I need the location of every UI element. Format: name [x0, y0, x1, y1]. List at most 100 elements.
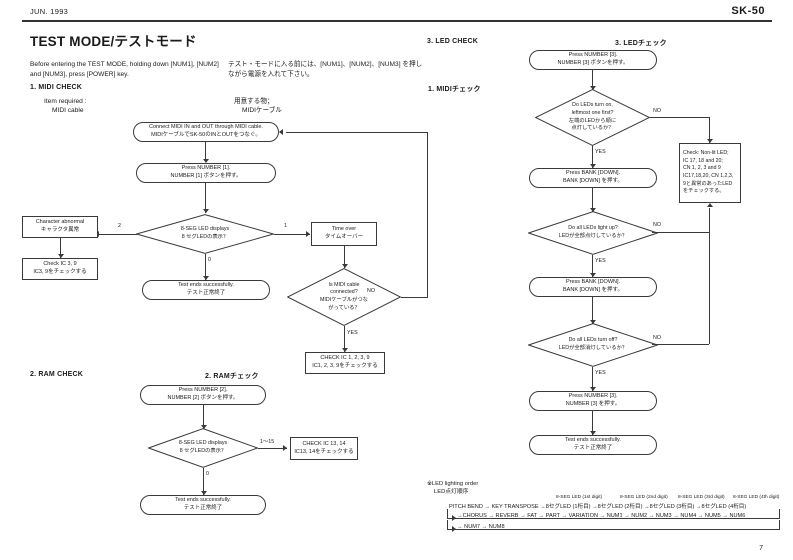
led-decision-turn-on-order-en2: leftmost one first?: [571, 109, 614, 116]
led-order-wrap-bracket-2: [447, 520, 780, 530]
midi-item-required-jp-line1: 用意する物；: [234, 98, 274, 105]
led-order-wrap-arrow-2: [452, 526, 456, 532]
led-check-line2: IC 17, 18 and 20;: [683, 157, 723, 164]
led-check-line5: 9と異常のあったLED: [683, 180, 733, 187]
midi-arrow-1: [202, 159, 209, 163]
led-decision-turn-on-order-text: Do LEDs turn on, leftmost one first? 左端の…: [535, 89, 650, 146]
midi-decision-8seg-display-en: 8-SEG LED displays: [180, 226, 230, 233]
midi-edge-d1-down: [205, 254, 206, 280]
led-order-caption-4: 8-SEG LED (4th digit): [733, 495, 780, 500]
midi-node-test-ends-en: Test ends successfully.: [178, 282, 234, 289]
midi-decision-cable-connected-en1: Is MIDI cable: [328, 281, 360, 288]
led-decision-all-turn-off-en: Do all LEDs turn off?: [568, 337, 618, 344]
led-decision-turn-on-order-jp1: 左端のLEDから順に: [568, 117, 617, 124]
led-order-title-jp: LED点灯順序: [434, 489, 469, 495]
midi-item-required-jp-line2: MIDIケーブル: [242, 107, 282, 114]
led-order-caption-2: 8-SEG LED (2nd digit): [620, 495, 668, 500]
midi-decision-8seg-display-text: 8-SEG LED displays 8 セグLEDの表示？: [136, 214, 274, 254]
midi-decision-cable-connected-jp2: がっている？: [328, 304, 360, 311]
led-edge-no1-h: [650, 117, 709, 118]
midi-edge-label-no: NO: [367, 288, 375, 294]
led-decision-turn-on-order: Do LEDs turn on, leftmost one first? 左端の…: [535, 89, 650, 146]
midi-node-press-number1-en: Press NUMBER [1].: [181, 165, 231, 172]
header-date: JUN. 1993: [30, 7, 69, 16]
led-edge-1: [592, 70, 593, 90]
led-node-check-non-lit: Check: Non-lit LED; IC 17, 18 and 20; CN…: [679, 143, 741, 203]
led-edge-label-no-1: NO: [653, 108, 661, 114]
led-decision-turn-on-order-en1: Do LEDs turn on,: [572, 102, 613, 109]
midi-node-test-ends-jp: テスト正常終了: [186, 290, 226, 296]
midi-node-time-over: Time over タイムオーバー: [311, 222, 377, 246]
diamond-shape-icon: [136, 214, 274, 254]
led-arrow-1: [589, 86, 596, 90]
led-node-test-ends-jp: テスト正常終了: [573, 445, 613, 451]
midi-edge-no-h: [401, 297, 427, 298]
led-check-line1: Check: Non-lit LED;: [683, 150, 729, 157]
midi-node-time-over-en: Time over: [331, 226, 357, 233]
midi-arrow-2: [202, 209, 209, 213]
led-decision-all-light-up: Do all LEDs light up? LEDが全部点灯しているか？: [528, 211, 658, 255]
led-edge-no2-v: [709, 208, 710, 232]
section-heading-midi-jp: 1. MIDIチェック: [428, 86, 481, 93]
ram-node-check-ic1314: CHECK IC 13, 14 IC13, 14をチェックする: [290, 437, 358, 460]
led-order-caption-3: 8-SEG LED (3rd digit): [678, 495, 725, 500]
led-edge-yes1-v: [592, 146, 593, 168]
diamond-shape-icon: [528, 323, 658, 367]
led-edge-no3-v: [709, 232, 710, 344]
led-edge-3: [592, 297, 593, 324]
led-order-wrap-arrow-1: [452, 515, 456, 521]
midi-item-required-en-line2: MIDI cable: [52, 107, 84, 114]
diamond-shape-icon: [528, 211, 658, 255]
led-decision-turn-on-order-jp2: 点灯しているか？: [571, 125, 614, 132]
led-edge-no3-h: [652, 344, 709, 345]
led-edge-2: [592, 188, 593, 212]
led-node-press-bank-down-1-en: Press BANK [DOWN].: [565, 170, 621, 177]
led-edge-yes3-v: [592, 367, 593, 391]
header-model: SK-50: [731, 5, 765, 17]
ram-node-check-ic1314-jp: IC13, 14をチェックする: [294, 448, 354, 455]
led-node-press-bank-down-2-en: Press BANK [DOWN].: [565, 279, 621, 286]
midi-node-check-ic39-jp: IC3, 9をチェックする: [33, 269, 87, 275]
led-order-row-3: → NUM7 → NUM8: [457, 524, 505, 530]
midi-arrow-yes: [341, 348, 348, 352]
led-arrow-yes2: [589, 273, 596, 277]
midi-node-character-abnormal-jp: キャラクタ異常: [40, 227, 80, 233]
midi-edge-label-0: 0: [208, 257, 211, 263]
midi-node-check-ic39: Check IC 3, 9 IC3, 9をチェックする: [22, 258, 98, 280]
midi-item-required-en-line1: Item required :: [44, 98, 87, 105]
ram-arrow-1: [200, 425, 207, 429]
led-node-press-bank-down-1: Press BANK [DOWN]. BANK [DOWN] を押す。: [529, 168, 657, 188]
led-node-press-number3-top: Press NUMBER [3]. NUMBER [3] ボタンを押す。: [529, 50, 657, 70]
midi-decision-cable-connected-jp1: MIDIケーブルがつな: [320, 297, 368, 303]
midi-edge-2: [205, 183, 206, 213]
midi-node-check-ic1239-jp: IC1, 2, 3, 9をチェックする: [312, 363, 378, 369]
led-edge-no1-v: [709, 117, 710, 143]
led-edge-label-yes-1: YES: [595, 149, 606, 155]
ram-decision-8seg-display-text: 8-SEG LED displays 8 セグLEDの表示？: [148, 428, 258, 468]
led-arrow-yes3: [589, 387, 596, 391]
midi-node-connect-cable-jp: MIDIケーブルでSK-50のINとOUTをつなぐ。: [151, 132, 261, 138]
ram-decision-8seg-display-en: 8-SEG LED displays: [178, 440, 228, 447]
midi-arrow-4: [341, 264, 348, 268]
midi-edge-d1-left: [99, 234, 137, 235]
led-node-press-number3-bottom: Press NUMBER [3]. NUMBER [3] を押す。: [529, 391, 657, 411]
led-arrow-2: [589, 208, 596, 212]
led-node-press-bank-down-2: Press BANK [DOWN]. BANK [DOWN] を押す。: [529, 277, 657, 297]
led-node-test-ends: Test ends successfully. テスト正常終了: [529, 435, 657, 455]
midi-decision-cable-connected-en2: connected?: [330, 289, 358, 296]
led-decision-all-turn-off-jp: LEDが全部消灯しているか？: [558, 345, 628, 351]
led-check-line6: をチェックする。: [683, 188, 725, 195]
led-node-test-ends-en: Test ends successfully.: [565, 437, 621, 444]
ram-edge-1: [203, 405, 204, 429]
midi-edge-label-2: 2: [118, 223, 121, 229]
led-decision-all-turn-off-text: Do all LEDs turn off? LEDが全部消灯しているか？: [528, 323, 658, 367]
diamond-shape-icon: [287, 268, 401, 326]
midi-arrow-3: [57, 254, 64, 258]
midi-node-connect-cable: Connect MIDI IN and OUT through MIDI cab…: [133, 122, 279, 142]
led-arrow-no1: [706, 139, 713, 143]
ram-arrow-down: [200, 491, 207, 495]
led-order-row-1: PITCH BEND → KEY TRANSPOSE →8セグLED (1桁目)…: [449, 504, 747, 510]
ram-edge-right: [258, 448, 287, 449]
intro-text-en: Before entering the TEST MODE, holding d…: [30, 61, 219, 79]
led-order-wrap-bracket-1: [447, 509, 780, 519]
